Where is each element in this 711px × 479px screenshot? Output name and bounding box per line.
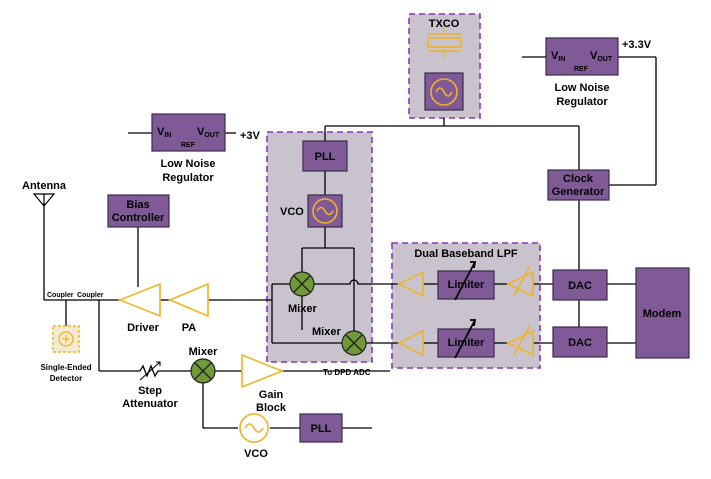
low-noise-regulator-right: VIN VOUT REF +3.3V Low Noise Regulator [545, 37, 652, 108]
synth-pll: PLL [302, 140, 348, 172]
baseband-i-filter-icon [506, 270, 534, 298]
baseband-i-channel: Limiter [397, 261, 534, 301]
regulator-right-ref: REF [574, 66, 589, 73]
limiter-bottom-arrow-icon [454, 319, 476, 359]
to-dpd-adc-label: To DPD ADC [323, 368, 371, 377]
synth-vco-icon [312, 198, 338, 224]
feedback-mixer-label: Mixer [189, 346, 218, 358]
bias-controller-line2: Controller [112, 212, 165, 224]
limiter-top [437, 270, 495, 300]
limiter-bottom-label: Limiter [448, 337, 485, 349]
antenna-icon [32, 193, 56, 207]
step-attenuator: Step Attenuator [122, 361, 179, 410]
modem: Modem [635, 267, 690, 359]
regulator-left-name-line1: Low Noise [160, 158, 215, 170]
mixer-top-label: Mixer [288, 303, 317, 315]
regulator-left-output-voltage: +3V [240, 130, 261, 142]
regulator-left-vout: VOUT [197, 126, 220, 139]
regulator-right-name-line2: Regulator [556, 96, 608, 108]
gain-block-amp-icon [241, 353, 285, 389]
resistor-icon [139, 364, 160, 378]
dac-top: DAC [552, 269, 608, 301]
dac-bottom: DAC [552, 326, 608, 358]
txco-label: TXCO [429, 18, 460, 30]
gain-block-line2: Block [256, 402, 287, 414]
limiter-bottom [437, 328, 495, 358]
mixer-top: Mixer [288, 271, 317, 315]
detector-label-line2: Detector [50, 374, 82, 383]
dac-bottom-label: DAC [568, 337, 592, 349]
feedback-vco-label: VCO [244, 448, 268, 460]
clock-generator: Clock Generator [547, 169, 610, 201]
detector-icon [58, 331, 74, 347]
synth-pll-label: PLL [315, 151, 336, 163]
feedback-vco: VCO [239, 413, 269, 460]
driver-amplifier: Driver [117, 282, 161, 334]
regulator-left-vin: VIN [157, 126, 171, 139]
detector-label-line1: Single-Ended [40, 363, 91, 372]
synth-vco-label: VCO [280, 206, 304, 218]
feedback-pll: PLL [299, 413, 343, 443]
driver-label: Driver [127, 322, 160, 334]
pa-amp-icon [167, 282, 209, 318]
clock-generator-line2: Generator [552, 186, 605, 198]
dac-top-label: DAC [568, 280, 592, 292]
pa-label: PA [182, 322, 197, 334]
step-attenuator-line1: Step [138, 385, 162, 397]
antenna-label: Antenna [22, 180, 67, 192]
gain-block: Gain Block [241, 353, 287, 414]
crystal-icon [427, 28, 462, 58]
baseband-q-filter-icon [506, 329, 534, 357]
limiter-top-label: Limiter [448, 279, 485, 291]
regulator-right-vin: VIN [551, 50, 565, 63]
regulator-left-name-line2: Regulator [162, 172, 214, 184]
regulator-left-ref: REF [181, 142, 196, 149]
mixer-bottom-label: Mixer [312, 326, 341, 338]
antenna: Antenna [22, 180, 67, 207]
txco-block: TXCO [424, 18, 464, 111]
baseband-title: Dual Baseband LPF [414, 248, 518, 260]
gain-block-line1: Gain [259, 389, 284, 401]
pa-amplifier: PA [167, 282, 209, 334]
feedback-pll-label: PLL [311, 423, 332, 435]
single-ended-detector: Single-Ended Detector [40, 325, 92, 383]
regulator-right-vout: VOUT [590, 50, 613, 63]
bias-controller: Bias Controller [107, 194, 170, 228]
baseband-q-amp-icon [397, 329, 424, 357]
regulator-right-name-line1: Low Noise [554, 82, 609, 94]
bias-controller-line1: Bias [126, 199, 149, 211]
low-noise-regulator-left: VIN VOUT REF +3V Low Noise Regulator [151, 113, 261, 184]
mixer-bottom: Mixer [312, 326, 367, 356]
wires [43, 56, 657, 429]
limiter-top-arrow-icon [454, 261, 476, 301]
baseband-q-channel: Limiter [397, 319, 534, 359]
baseband-i-amp-icon [397, 270, 424, 298]
txco-oscillator-icon [430, 78, 458, 106]
feedback-mixer: Mixer [189, 346, 218, 384]
modem-label: Modem [643, 308, 682, 320]
synth-vco: VCO [280, 194, 343, 228]
regulator-right-output-voltage: +3.3V [622, 39, 652, 51]
coupler-left-label: Coupler [47, 292, 74, 299]
feedback-vco-icon [239, 413, 269, 443]
driver-amp-icon [117, 282, 161, 318]
step-attenuator-line2: Attenuator [122, 398, 178, 410]
coupler-right-label: Coupler [77, 292, 104, 299]
clock-generator-line1: Clock [563, 173, 594, 185]
